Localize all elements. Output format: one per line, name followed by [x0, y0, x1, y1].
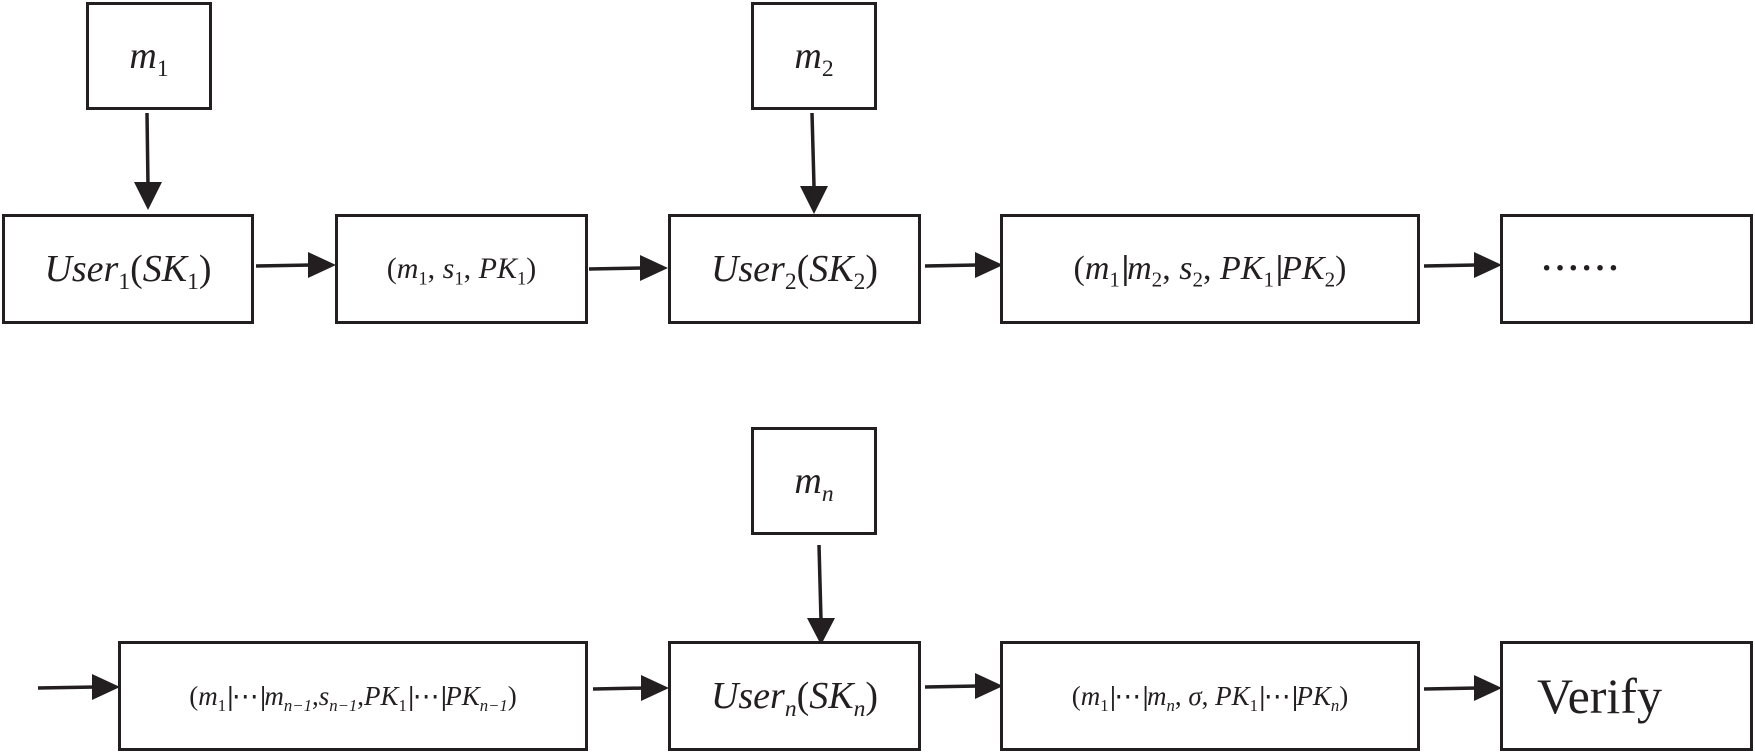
signature-label-n-1: (m1||⋯||mn−1,sn−1,PK1||⋯||PKn−1) — [189, 680, 517, 715]
arrow-mn-to-usern — [807, 544, 835, 645]
arrow-sig1-to-user2 — [588, 255, 668, 281]
arrow-usern-to-final-sig — [924, 673, 1003, 699]
user2-label: User2(SK2) — [710, 248, 879, 296]
message-label-m1: m1 — [129, 35, 169, 83]
final-signature-label: (m1||⋯||mn, σ, PK1||⋯||PKn) — [1071, 680, 1349, 715]
message-label-mn: mn — [794, 460, 834, 508]
ellipsis-box: ······ — [1500, 214, 1753, 324]
arrow-user2-to-sig2 — [924, 252, 1003, 278]
verify-label: Verify — [1537, 668, 1662, 724]
arrow-user1-to-sig1 — [255, 252, 336, 278]
message-label-m2: m2 — [794, 35, 834, 83]
signature-box-n-1: (m1||⋯||mn−1,sn−1,PK1||⋯||PKn−1) — [118, 641, 588, 751]
message-box-mn: mn — [751, 427, 877, 535]
message-box-m2: m2 — [751, 2, 877, 110]
signature-box-2: (m1||m2, s2, PK1||PK2) — [1000, 214, 1420, 324]
signature-box-1: (m1, s1, PK1) — [335, 214, 588, 324]
arrow-sig2-to-ellipsis — [1423, 252, 1502, 278]
signature-label-1: (m1, s1, PK1) — [386, 252, 537, 290]
usern-label: Usern(SKn) — [710, 675, 879, 723]
usern-box: Usern(SKn) — [668, 641, 921, 751]
verify-box: Verify — [1500, 641, 1753, 751]
message-box-m1: m1 — [86, 2, 212, 110]
user1-box: User1(SK1) — [2, 214, 254, 324]
signature-label-2: (m1||m2, s2, PK1||PK2) — [1073, 250, 1347, 292]
user1-label: User1(SK1) — [44, 248, 212, 296]
arrow-final-sig-to-verify — [1423, 675, 1502, 701]
arrow-m2-to-user2 — [800, 112, 828, 214]
arrow-m1-to-user1 — [134, 112, 162, 210]
arrow-signn1-to-usern — [592, 675, 669, 701]
arrow-incoming-to-sign-1 — [37, 674, 120, 700]
ellipsis-label: ······ — [1541, 250, 1622, 287]
final-signature-box: (m1||⋯||mn, σ, PK1||⋯||PKn) — [1000, 641, 1420, 751]
user2-box: User2(SK2) — [668, 214, 921, 324]
